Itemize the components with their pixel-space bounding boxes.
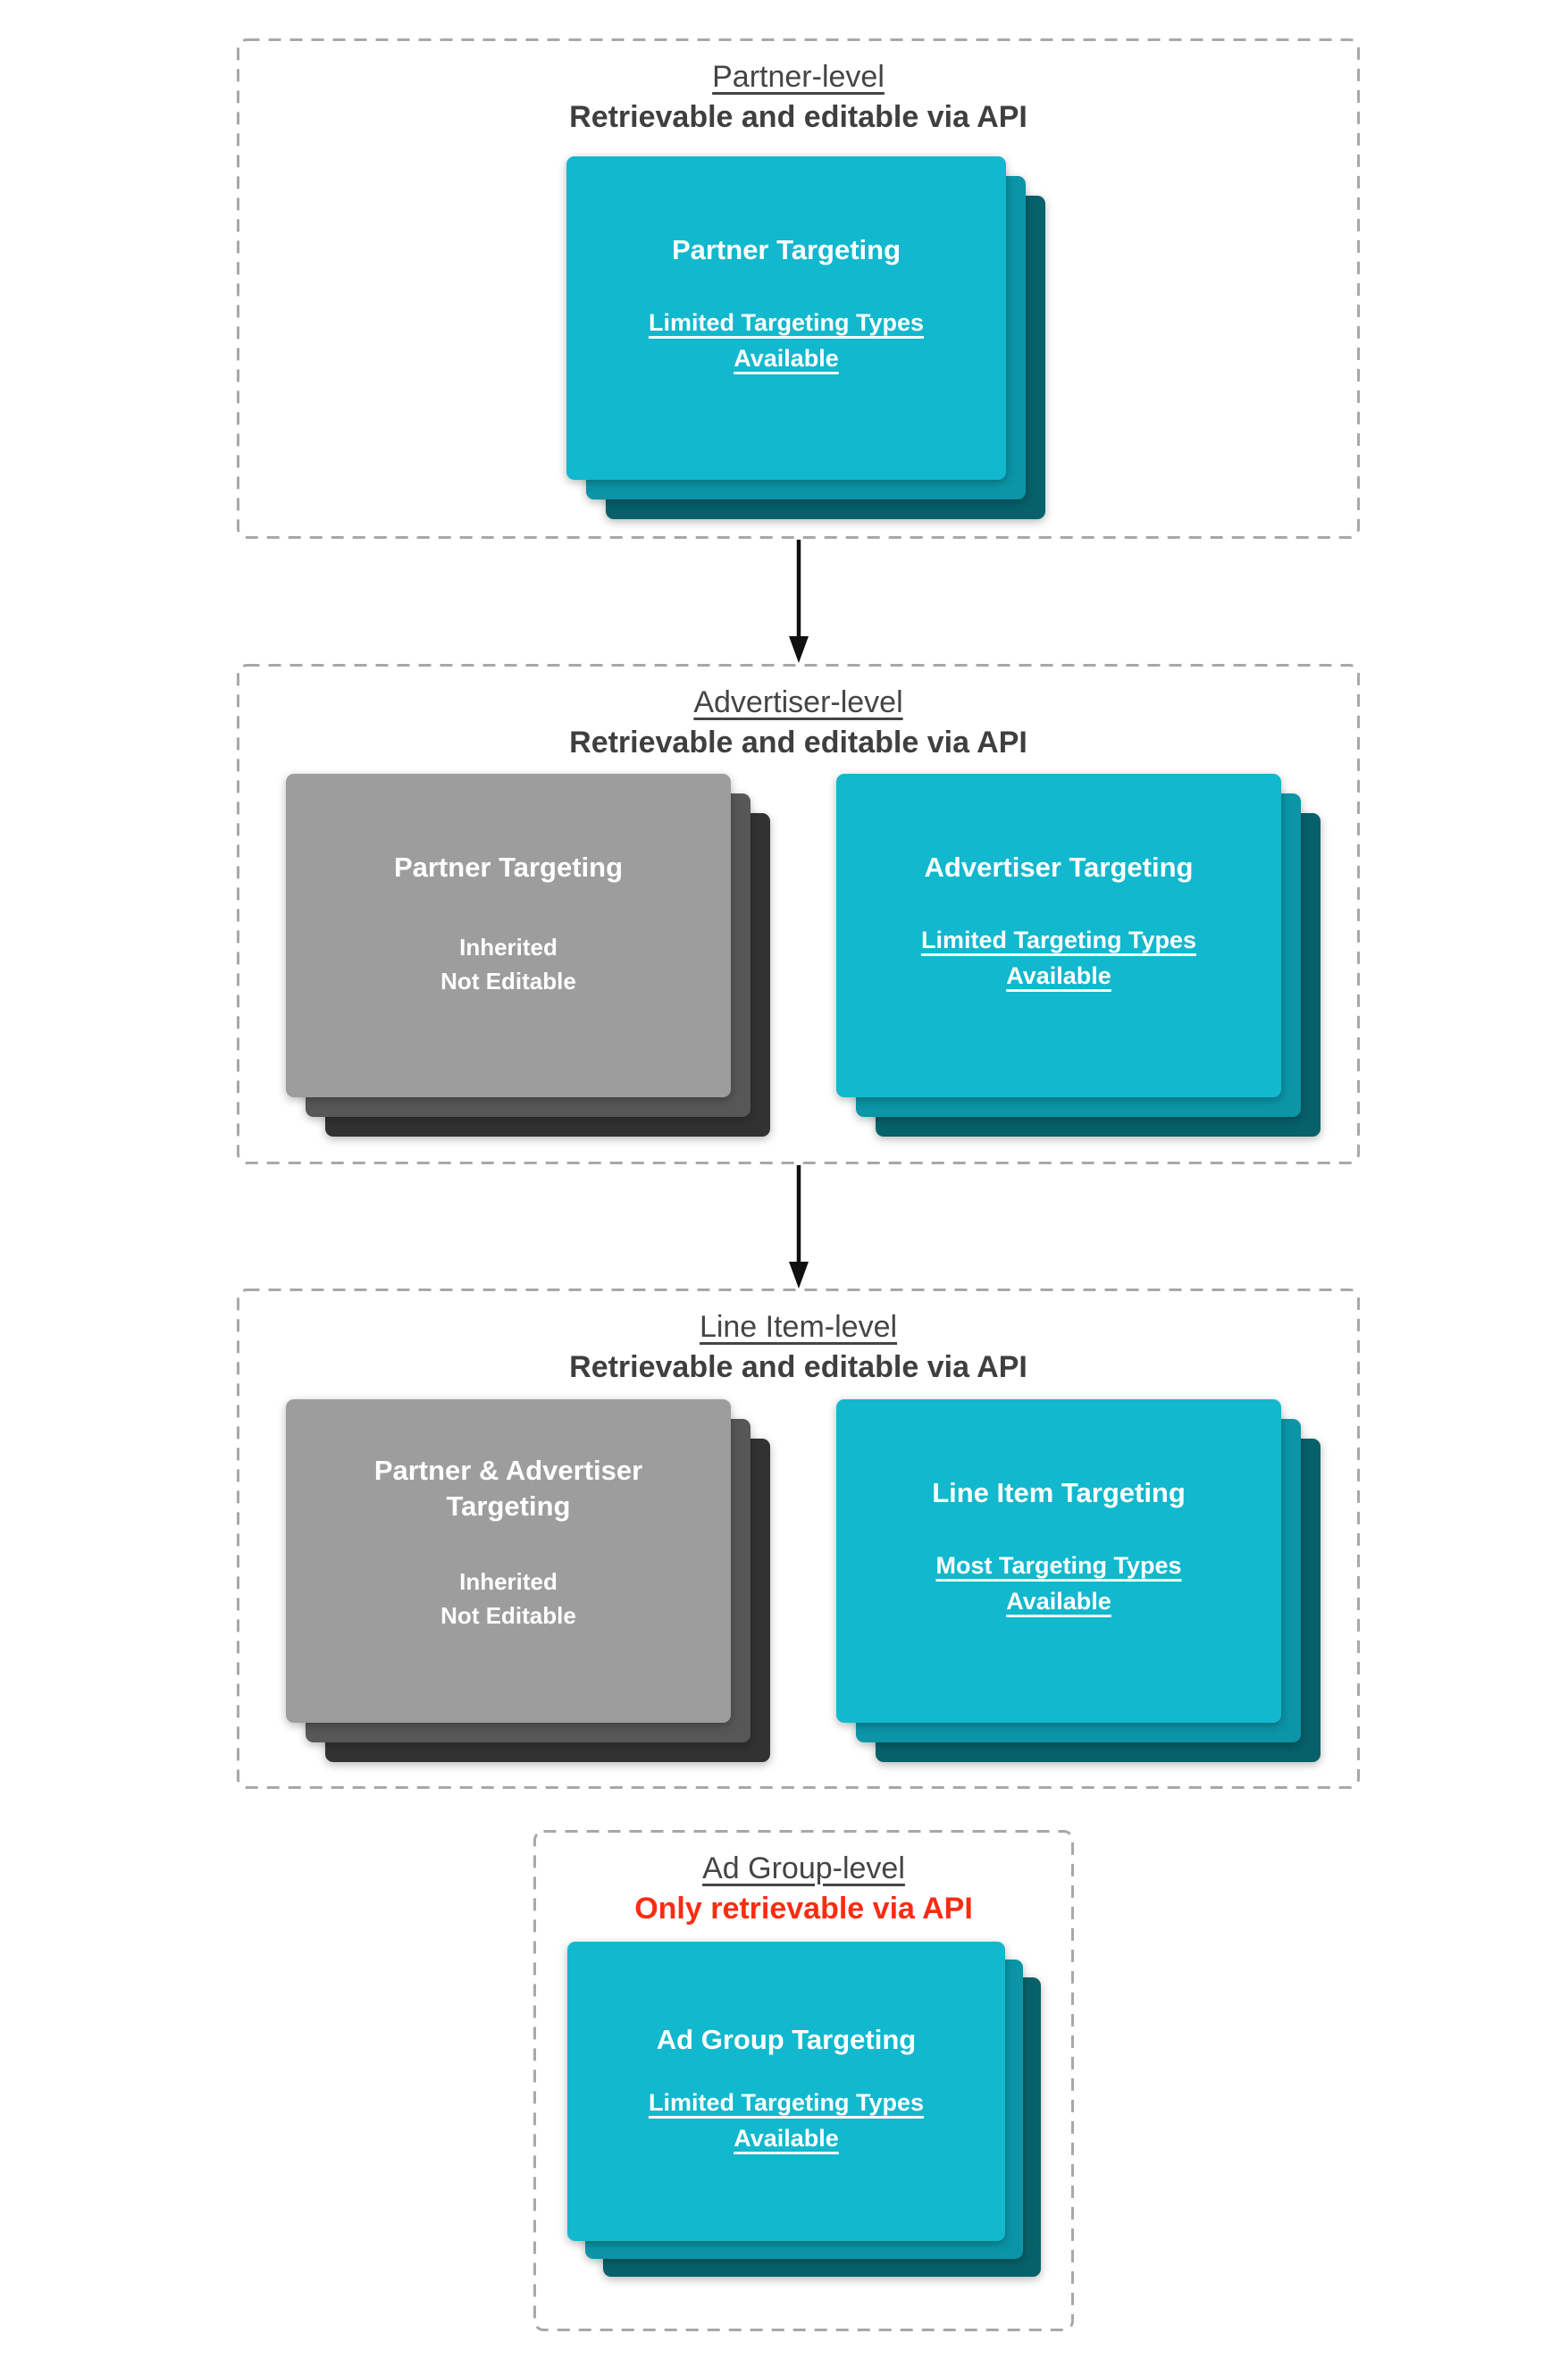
card-body-line: Not Editable	[440, 968, 576, 995]
card-title-line: Ad Group Targeting	[656, 2024, 917, 2055]
section-title: Partner-level	[712, 60, 885, 94]
down-arrow-icon	[788, 1163, 809, 1288]
card-body: Inherited Not Editable	[286, 1565, 731, 1633]
ad-group-targeting-card-stack: Ad Group Targeting Limited Targeting Typ…	[567, 1942, 1041, 2277]
section-line-item-level: Line Item-level Retrievable and editable…	[237, 1288, 1360, 1789]
card-subtitle-line: Limited Targeting Types	[920, 927, 1197, 953]
card-subtitle-line: Available	[734, 345, 839, 372]
line-item-targeting-card-stack: Line Item Targeting Most Targeting Types…	[836, 1399, 1321, 1762]
card-title-line: Partner & Advertiser	[373, 1455, 643, 1486]
inherited-partner-targeting-card-stack: Partner Targeting Inherited Not Editable	[286, 774, 770, 1137]
section-advertiser-level: Advertiser-level Retrievable and editabl…	[237, 664, 1360, 1164]
section-title: Ad Group-level	[702, 1851, 905, 1885]
card-body: Inherited Not Editable	[286, 930, 731, 998]
advertiser-targeting-card: Advertiser Targeting Limited Targeting T…	[836, 774, 1281, 1097]
card-title: Partner & Advertiser Targeting	[286, 1399, 731, 1524]
advertiser-targeting-card-stack: Advertiser Targeting Limited Targeting T…	[836, 774, 1321, 1137]
card-title-line: Advertiser Targeting	[924, 852, 1194, 883]
card-subtitle-line: Most Targeting Types	[935, 1552, 1182, 1579]
card-body-line: Inherited	[459, 1568, 558, 1595]
card-subtitle: Limited Targeting Types Available	[836, 922, 1281, 994]
card-subtitle-line: Available	[1006, 962, 1111, 989]
card-subtitle-line: Available	[734, 2125, 839, 2152]
partner-targeting-card-stack: Partner Targeting Limited Targeting Type…	[566, 156, 1045, 519]
card-subtitle-line: Limited Targeting Types	[648, 309, 925, 336]
inherited-partner-targeting-card: Partner Targeting Inherited Not Editable	[286, 774, 731, 1097]
section-subtitle: Retrievable and editable via API	[569, 726, 1027, 760]
card-subtitle-line: Available	[1006, 1588, 1111, 1615]
card-subtitle: Limited Targeting Types Available	[566, 305, 1006, 376]
down-arrow-icon	[788, 538, 809, 663]
card-title: Line Item Targeting	[836, 1399, 1281, 1511]
inherited-partner-advertiser-targeting-card: Partner & Advertiser Targeting Inherited…	[286, 1399, 731, 1723]
card-body-line: Not Editable	[440, 1602, 576, 1629]
card-title: Partner Targeting	[566, 156, 1006, 268]
card-title-line: Targeting	[446, 1490, 571, 1522]
section-subtitle: Retrievable and editable via API	[569, 100, 1027, 134]
card-title: Advertiser Targeting	[836, 774, 1281, 886]
inherited-partner-advertiser-targeting-card-stack: Partner & Advertiser Targeting Inherited…	[286, 1399, 770, 1762]
card-title-line: Partner Targeting	[671, 234, 901, 265]
ad-group-targeting-card: Ad Group Targeting Limited Targeting Typ…	[567, 1942, 1005, 2241]
section-ad-group-level: Ad Group-level Only retrievable via API …	[533, 1830, 1074, 2331]
card-subtitle: Most Targeting Types Available	[836, 1548, 1281, 1619]
card-title-line: Line Item Targeting	[932, 1477, 1186, 1508]
section-title: Line Item-level	[699, 1310, 898, 1344]
card-subtitle: Limited Targeting Types Available	[567, 2085, 1005, 2156]
partner-targeting-card: Partner Targeting Limited Targeting Type…	[566, 156, 1006, 480]
section-subtitle: Retrievable and editable via API	[569, 1350, 1027, 1384]
card-title: Ad Group Targeting	[567, 1942, 1005, 2058]
section-title: Advertiser-level	[693, 685, 903, 719]
card-title: Partner Targeting	[286, 774, 731, 886]
section-subtitle: Only retrievable via API	[634, 1892, 973, 1926]
card-body-line: Inherited	[459, 934, 558, 961]
card-title-line: Partner Targeting	[393, 852, 624, 883]
line-item-targeting-card: Line Item Targeting Most Targeting Types…	[836, 1399, 1281, 1723]
card-subtitle-line: Limited Targeting Types	[648, 2089, 925, 2116]
section-partner-level: Partner-level Retrievable and editable v…	[237, 38, 1360, 539]
